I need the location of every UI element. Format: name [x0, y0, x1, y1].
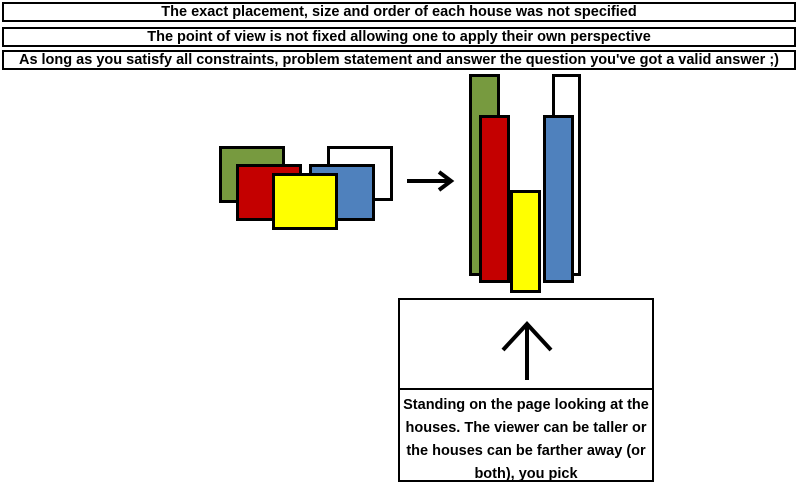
- viewer-divider: [400, 388, 652, 390]
- note-row-placement: The exact placement, size and order of e…: [2, 2, 796, 22]
- viewer-box: Standing on the page looking at the hous…: [398, 298, 654, 482]
- note-row-perspective: The point of view is not fixed allowing …: [2, 27, 796, 47]
- front-view-house-red: [479, 115, 510, 283]
- up-arrow-icon: [501, 321, 553, 380]
- top-view-house-yellow: [272, 173, 338, 230]
- viewer-caption-line: the houses can be farther away (or: [406, 443, 646, 459]
- viewer-caption-line: both), you pick: [474, 466, 578, 482]
- viewer-caption: Standing on the page looking at the hous…: [400, 394, 652, 486]
- front-view-house-yellow: [510, 190, 541, 293]
- viewer-caption-line: houses. The viewer can be taller or: [405, 420, 647, 436]
- note-row-valid-answer: As long as you satisfy all constraints, …: [2, 50, 796, 70]
- viewer-caption-line: Standing on the page looking at the: [403, 397, 649, 413]
- right-arrow-icon: [407, 170, 455, 192]
- front-view-house-blue: [543, 115, 574, 283]
